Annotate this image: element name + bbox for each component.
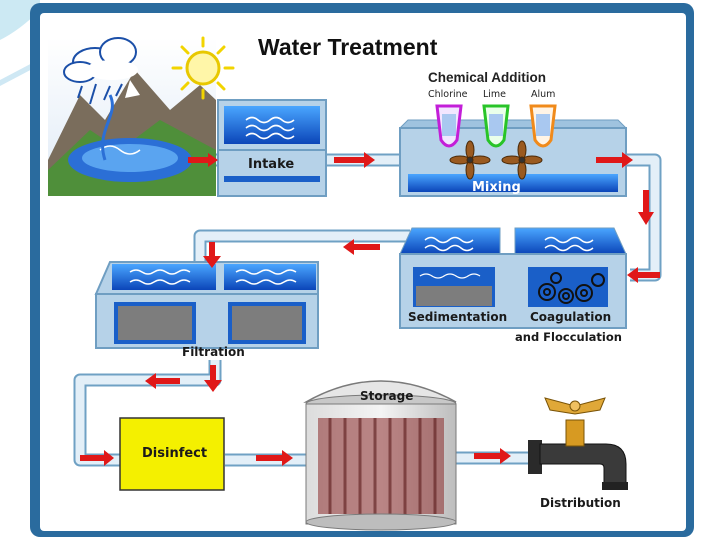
chemical-tubes <box>435 104 557 148</box>
disinfect-label: Disinfect <box>142 446 208 461</box>
filtration-tank <box>94 261 319 349</box>
flocculation-swirl-icons <box>538 272 605 304</box>
flow-arrow-down <box>203 242 221 268</box>
alum-label: Alum <box>531 89 556 100</box>
mixing-tank <box>398 119 628 197</box>
mixer-impeller-icons <box>449 140 543 180</box>
distribution-label: Distribution <box>540 496 621 510</box>
flow-arrow-right <box>256 450 293 466</box>
storage-label: Storage <box>360 389 414 403</box>
sun-icon <box>171 36 235 100</box>
flow-arrow-right <box>596 152 633 168</box>
cloud-icon <box>63 37 138 83</box>
intake-tank <box>217 99 327 197</box>
rain-icon <box>77 83 123 105</box>
filtration-label: Filtration <box>182 345 245 359</box>
sedimentation-coagulation-tank <box>399 227 627 329</box>
flow-arrow-right <box>80 450 114 466</box>
mixing-label: Mixing <box>472 180 521 195</box>
coagulation-label: Coagulation <box>530 310 612 324</box>
flow-arrow-down <box>638 190 654 225</box>
sedimentation-label: Sedimentation <box>408 310 508 324</box>
flow-arrow-left <box>343 239 380 255</box>
flocculation-label: and Flocculation <box>515 330 622 344</box>
flow-arrow-left <box>145 373 180 389</box>
slide-decoration <box>0 0 40 86</box>
storage-tank <box>303 380 457 531</box>
flow-arrow-right <box>334 152 375 168</box>
faucet-icon <box>528 397 628 490</box>
alum-tube-icon <box>529 104 557 148</box>
flow-arrow-right <box>188 153 218 167</box>
lime-label: Lime <box>483 89 507 100</box>
flow-arrow-right <box>474 448 511 464</box>
intake-label: Intake <box>248 157 295 172</box>
lime-tube-icon <box>482 104 510 148</box>
chemical-addition-label: Chemical Addition <box>428 70 547 85</box>
chlorine-tube-icon <box>435 104 463 148</box>
diagram-title: Water Treatment <box>258 34 438 60</box>
flow-arrows <box>80 152 660 466</box>
water-source-illustration <box>48 36 235 196</box>
flow-arrow-left <box>627 267 660 283</box>
disinfect-box <box>119 417 225 491</box>
flow-arrow-down <box>204 365 222 392</box>
chlorine-label: Chlorine <box>428 89 468 100</box>
